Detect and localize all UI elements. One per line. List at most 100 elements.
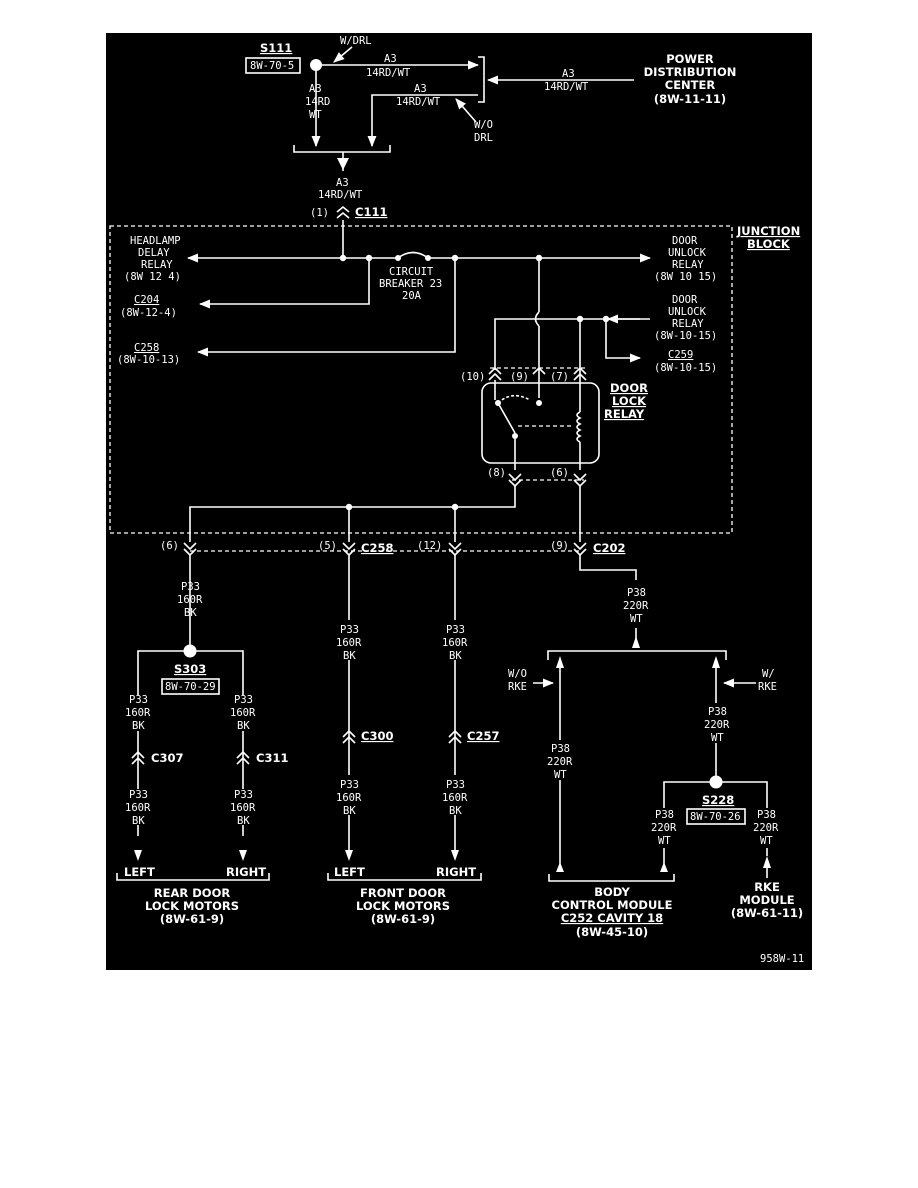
ur1-4: (8W 10 15) (654, 271, 717, 283)
wodrl-arrow (455, 98, 477, 123)
c202-label: C202 (593, 541, 625, 555)
c307-icon (131, 750, 145, 765)
p38-main-arrow (632, 636, 640, 648)
rear-left-label: LEFT (124, 865, 155, 879)
bcm-1: BODY (594, 885, 630, 899)
p33-fl1-3: BK (343, 650, 356, 662)
cav-6: (6) (550, 467, 569, 479)
p33-rr2-1: P33 (234, 789, 253, 801)
wire-s303-branches (137, 650, 244, 836)
cb-3: 20A (402, 290, 422, 302)
c202-cav-9: (9) (550, 540, 569, 552)
p33-rr1-3: BK (237, 720, 250, 732)
relay-contact-9 (536, 400, 542, 406)
jb-1: JUNCTION (736, 224, 800, 238)
relay-nc-arc (497, 394, 531, 404)
hl-3: RELAY (141, 259, 173, 271)
relay-cavity-10-icon (488, 366, 502, 381)
relay-coil-icon (576, 411, 582, 443)
cb-1: CIRCUIT (389, 266, 434, 278)
c111-connector-icon (336, 205, 350, 219)
p33-rr2-3: BK (237, 815, 250, 827)
p38-s228r-3: WT (760, 835, 773, 847)
worke-1: W/O (508, 668, 527, 680)
rke-arrow (763, 856, 771, 868)
p33-fr2-3: BK (449, 805, 462, 817)
rear-right-arrow (239, 850, 247, 861)
p33-rl1-3: BK (132, 720, 145, 732)
c258-top-ref: (8W-10-13) (117, 354, 180, 366)
wire-relay-10-top (494, 318, 640, 370)
s111-label: S111 (260, 41, 292, 55)
rke-2: MODULE (739, 893, 794, 907)
c259-ref: (8W-10-15) (654, 362, 717, 374)
c311-label: C311 (256, 751, 288, 765)
cav-10: (10) (460, 371, 485, 383)
p33-fl1-2: 160R (336, 637, 362, 649)
s303-label: S303 (174, 662, 206, 676)
rke-3: (8W-61-11) (731, 906, 803, 920)
a3-left-2: 14RD (305, 96, 330, 108)
p33-rr1-2: 160R (230, 707, 256, 719)
c258-cav-6: (6) (160, 540, 179, 552)
p38-main-1: P38 (627, 587, 646, 599)
c257-icon (448, 729, 462, 744)
a3-main-1: A3 (336, 177, 349, 189)
front-motors-3: (8W-61-9) (371, 912, 435, 926)
mask-fr2 (441, 775, 469, 815)
p38-wrke-3: WT (711, 732, 724, 744)
c204-ref: (8W-12-4) (120, 307, 177, 319)
ur2-1: DOOR (672, 294, 698, 306)
worke-2: RKE (508, 681, 527, 693)
a3-main-2: 14RD/WT (318, 189, 363, 201)
a3-pdc-1: A3 (562, 68, 575, 80)
rear-left-arrow (134, 850, 142, 861)
p33-fl2-3: BK (343, 805, 356, 817)
figure-id: 958W-11 (760, 953, 804, 965)
wrke-2: RKE (758, 681, 777, 693)
wrke-arrow (712, 656, 720, 668)
c300-label: C300 (361, 729, 393, 743)
dlr-1: DOOR (610, 381, 648, 395)
breaker-term-left (395, 255, 401, 261)
ur1-1: DOOR (672, 235, 698, 247)
p33-rr1-1: P33 (234, 694, 253, 706)
front-motors-bracket (327, 873, 482, 881)
p33-rl2-2: 160R (125, 802, 151, 814)
mask-fl1 (335, 620, 363, 660)
c258-cav-12: (12) (417, 540, 442, 552)
p33-rear-2: 160R (177, 594, 203, 606)
merge-bracket (293, 145, 391, 153)
bcm-bracket (548, 874, 675, 882)
cav-8: (8) (487, 467, 506, 479)
jb-2: BLOCK (747, 237, 791, 251)
p38-wrke-2: 220R (704, 719, 730, 731)
mask-fl2 (335, 775, 363, 815)
p33-rl2-1: P33 (129, 789, 148, 801)
a3-pdc-2: 14RD/WT (544, 81, 589, 93)
c111-cavity: (1) (310, 207, 329, 219)
wdrl-label: W/DRL (340, 35, 372, 47)
rear-motors-3: (8W-61-9) (160, 912, 224, 926)
a3-left-3: WT (309, 109, 322, 121)
rear-motors-bracket (116, 873, 270, 881)
p38-bcm-2: 220R (547, 756, 573, 768)
p33-rl1-2: 160R (125, 707, 151, 719)
bcm-2: CONTROL MODULE (552, 898, 673, 912)
wire-p38-main (579, 555, 637, 580)
p38-s228r-1: P38 (757, 809, 776, 821)
pdc-3: CENTER (665, 78, 716, 92)
c311-icon (236, 750, 250, 765)
c258-cav-5: (5) (318, 540, 337, 552)
s111-splice-dot (310, 59, 322, 71)
p38-s228l-1: P38 (655, 809, 674, 821)
a3-wodrl-2: 14RD/WT (396, 96, 441, 108)
front-right-label: RIGHT (436, 865, 476, 879)
wire-to-c258 (196, 258, 456, 357)
node-c111 (339, 254, 347, 262)
door-lock-relay-body (481, 382, 600, 464)
ur1-3: RELAY (672, 259, 704, 271)
front-motors-1: FRONT DOOR (360, 886, 446, 900)
pdc-bracket (478, 56, 485, 103)
p38-bcm-1: P38 (551, 743, 570, 755)
